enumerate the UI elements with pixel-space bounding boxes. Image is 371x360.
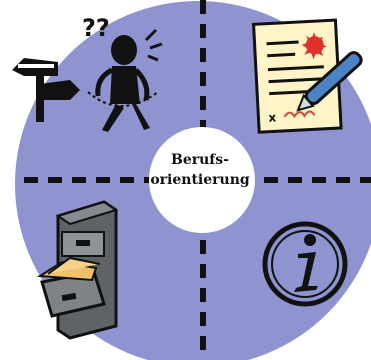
center-label: Berufs- orientierung: [140, 150, 260, 190]
filing-cabinet-icon: [36, 200, 119, 340]
contract-with-pen-icon: x: [251, 18, 363, 134]
center-circle: [149, 127, 255, 233]
information-icon: [262, 221, 348, 307]
center-label-line2: orientierung: [150, 172, 250, 188]
svg-text:??: ??: [82, 14, 110, 42]
center-label-line1: Berufs-: [170, 152, 229, 168]
lost-person-with-signpost-icon: ??: [12, 14, 163, 132]
svg-text:x: x: [268, 110, 277, 124]
